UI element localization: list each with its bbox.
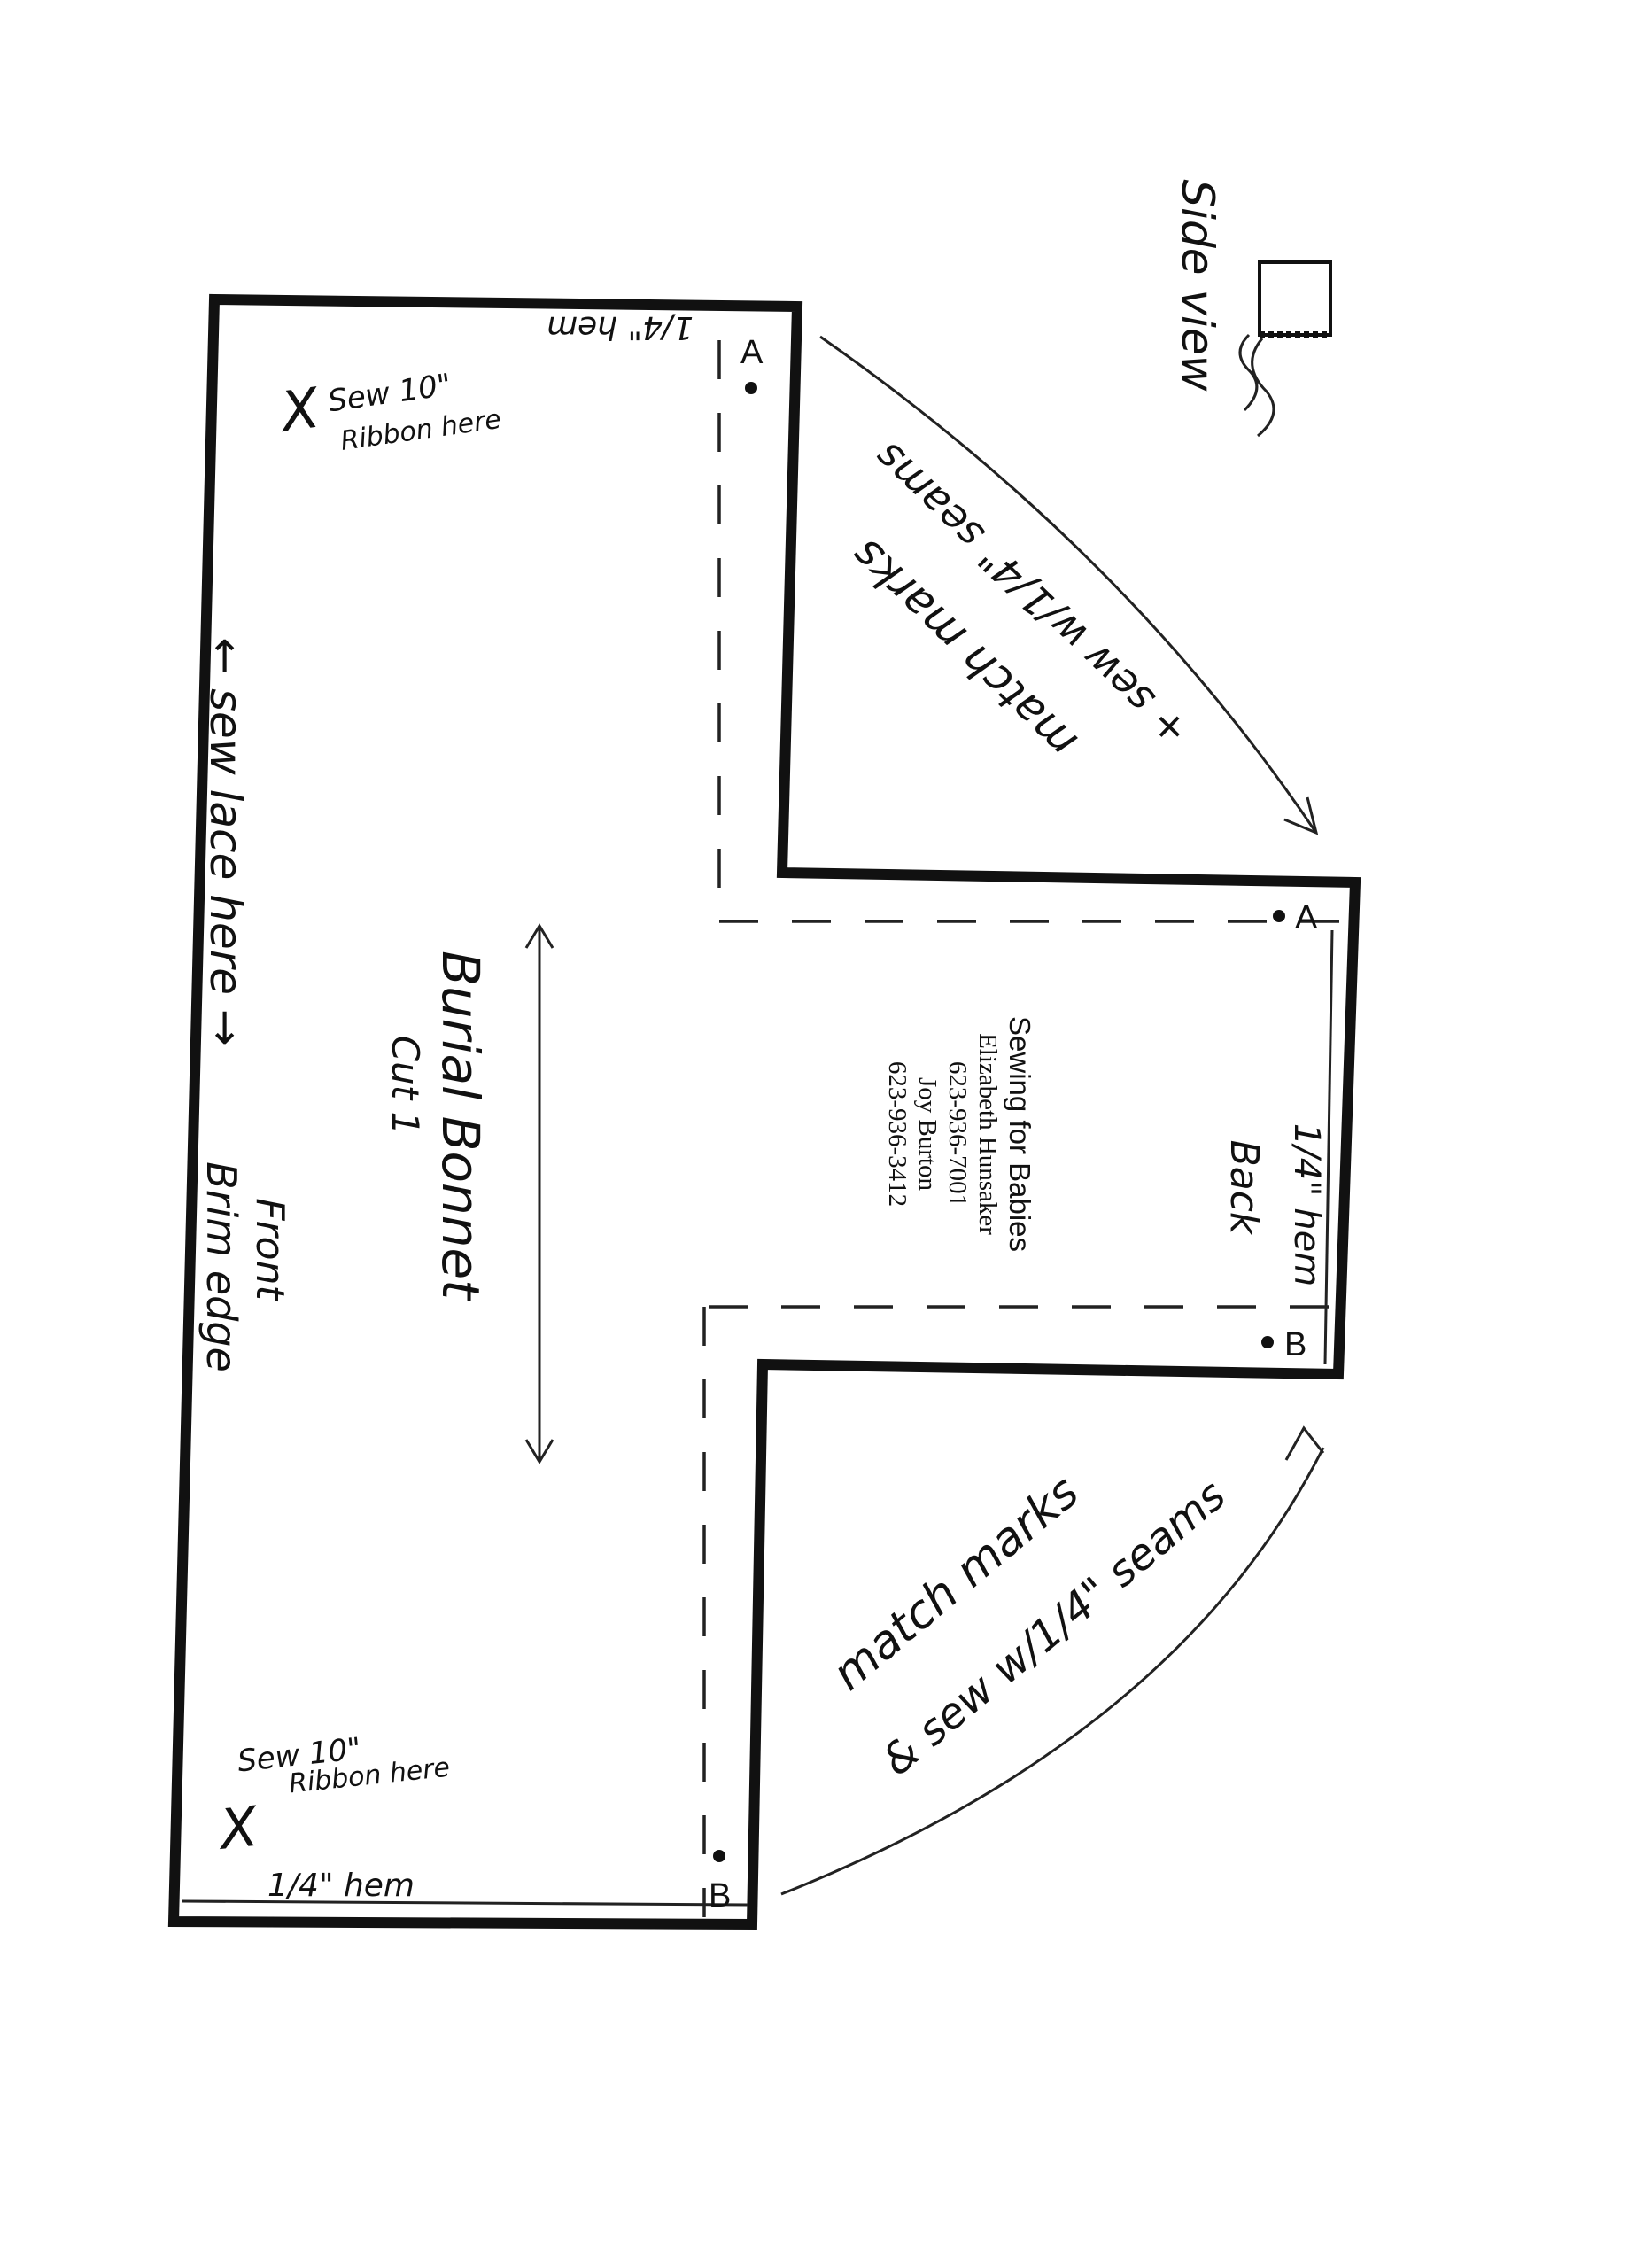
front-label: Front <box>247 1198 292 1301</box>
lower-match-note: match marks & sew w/1/4" seams <box>823 1465 1236 1786</box>
top-hem-label: 1/4" hem <box>547 309 694 346</box>
lower-curved-arrow <box>780 1425 1325 1896</box>
match-point-a-top: A <box>740 334 764 394</box>
pattern-title: Burial Bonnet <box>430 951 491 1301</box>
svg-text:Joy Burton: Joy Burton <box>913 1077 942 1192</box>
upper-curved-arrow <box>819 335 1319 835</box>
credit-block: Sewing for Babies Elizabeth Hunsaker 623… <box>883 1016 1036 1252</box>
side-view-sketch <box>1238 260 1332 438</box>
hem-line-bottom <box>181 1899 749 1907</box>
svg-text:X: X <box>213 1794 261 1863</box>
svg-text:Sewing for Babies: Sewing for Babies <box>1004 1016 1036 1252</box>
ribbon-note-bottom: Sew 10" Ribbon here X <box>213 1731 451 1863</box>
svg-text:Elizabeth Hunsaker: Elizabeth Hunsaker <box>973 1033 1002 1235</box>
bottom-hem-label: 1/4" hem <box>267 1868 415 1904</box>
match-point-b-back: B <box>1261 1326 1306 1363</box>
svg-text:B: B <box>709 1877 731 1915</box>
svg-text:X: X <box>275 375 325 445</box>
upper-match-note: match marks + sew w/1/4" seams <box>841 433 1198 768</box>
svg-text:match marks: match marks <box>841 529 1087 768</box>
match-point-b-bottom: B <box>709 1850 731 1915</box>
cut-instruction: Cut 1 <box>384 1036 427 1136</box>
svg-text:A: A <box>740 334 764 371</box>
svg-text:B: B <box>1284 1326 1306 1363</box>
brim-edge-label: Brim edge <box>198 1161 245 1372</box>
back-hem-label: 1/4" hem <box>1286 1123 1327 1286</box>
svg-text:623-936-7001: 623-936-7001 <box>943 1061 972 1207</box>
side-view-label: Side view <box>1172 179 1223 391</box>
back-label: Back <box>1221 1140 1267 1236</box>
ribbon-note-top: X Sew 10" Ribbon here <box>275 367 503 457</box>
svg-text:match marks: match marks <box>823 1465 1089 1701</box>
svg-text:Sew 10": Sew 10" <box>326 367 454 419</box>
lace-label: ← sew lace here → <box>200 637 252 1046</box>
svg-text:A: A <box>1295 899 1318 936</box>
pattern-outline <box>167 293 1361 1930</box>
hem-line-back <box>1323 929 1334 1365</box>
match-point-a-back: A <box>1273 899 1318 936</box>
grainline-arrow <box>524 923 554 1464</box>
svg-text:623-936-3412: 623-936-3412 <box>883 1061 911 1207</box>
